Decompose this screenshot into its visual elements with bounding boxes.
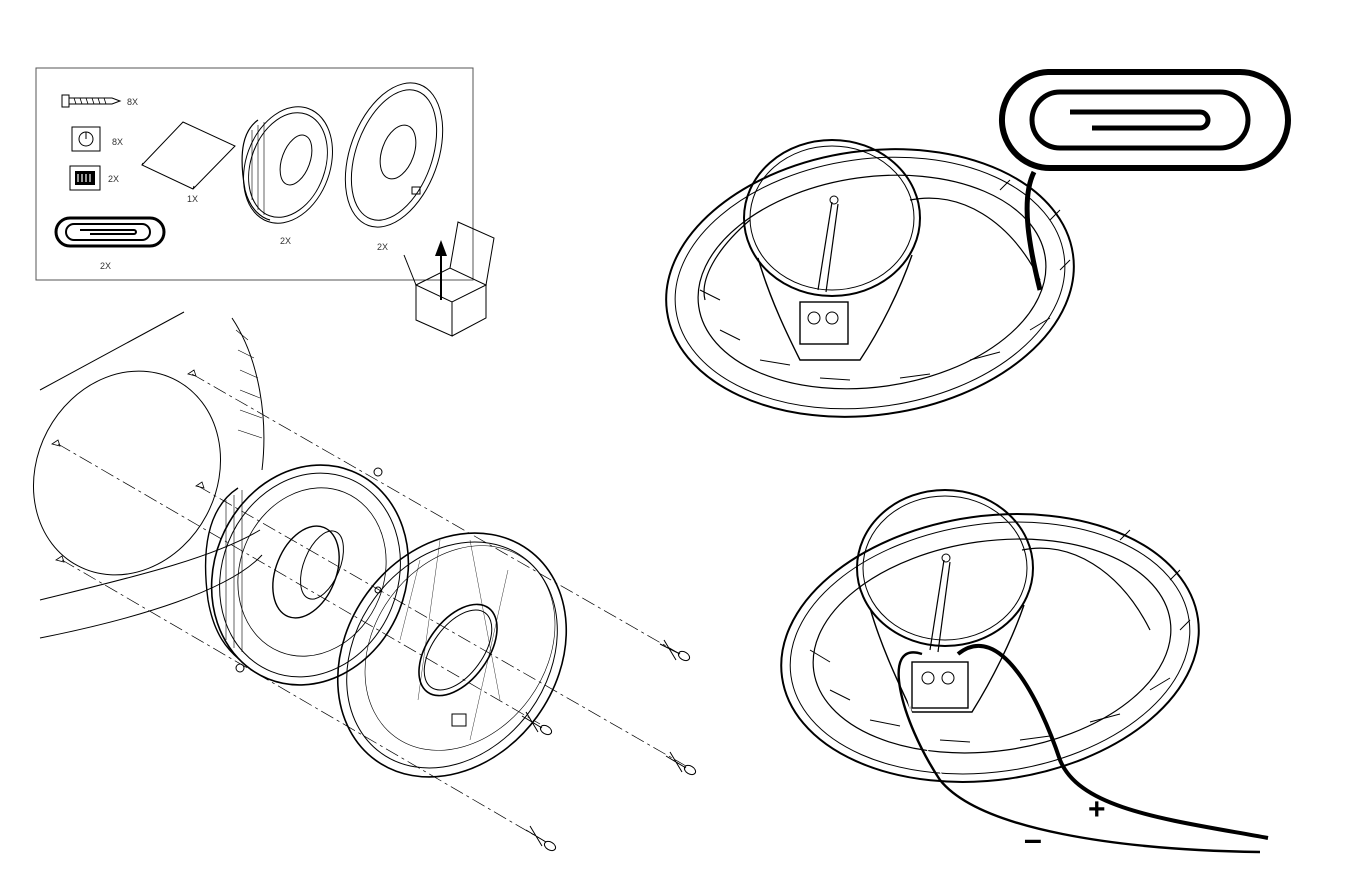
speaker-qty: 2X [280,236,291,246]
box-icon [404,222,494,336]
exploded-install-view [0,312,697,852]
grille-exploded [291,488,614,822]
manual-icon [142,122,235,189]
door-panel [0,312,264,638]
parts-box-frame [36,68,473,280]
jbl-badge-icon [70,166,100,190]
speaker-icon [228,94,348,235]
wire-bundle-icon [56,218,164,246]
terminal-block [800,302,848,344]
screws [522,640,697,852]
terminal-block [912,662,968,708]
clip-qty: 8X [112,137,123,147]
positive-wire [958,646,1268,838]
alignment-lines [58,374,686,842]
speaker-rear-view-top [649,124,1092,442]
manual-qty: 1X [187,194,198,204]
parts-box: 8X 8X 2X 2X 1X [36,68,494,336]
screw-icon [666,752,697,776]
grille-icon [327,69,461,240]
negative-label: – [1024,821,1042,857]
wire-qty: 2X [100,261,111,271]
grille-qty: 2X [377,242,388,252]
screw-icon [526,826,557,852]
screw-icon [62,95,120,107]
positive-label: + [1088,793,1106,826]
badge-qty: 2X [108,174,119,184]
clip-icon [72,127,100,151]
speaker-exploded [179,435,441,715]
screw-qty: 8X [127,97,138,107]
